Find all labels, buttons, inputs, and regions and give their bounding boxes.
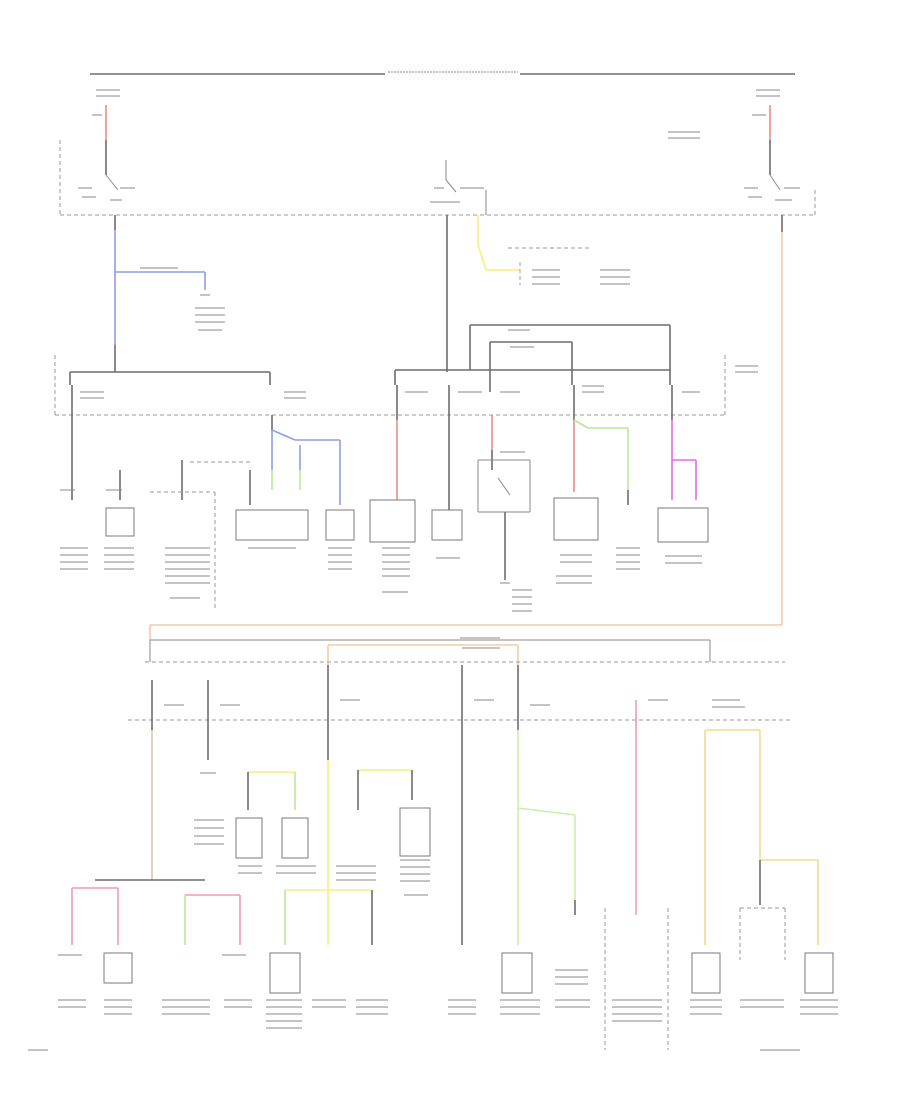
upper-circuits bbox=[60, 385, 709, 612]
fuse-block-lower bbox=[128, 637, 790, 721]
fusible-link-left bbox=[92, 89, 120, 175]
wire-center-top bbox=[446, 215, 630, 372]
wire-blue-left bbox=[114, 215, 225, 372]
lower-circuits bbox=[58, 665, 838, 1050]
wire-orange-main bbox=[149, 215, 783, 665]
fusible-link-right bbox=[668, 89, 780, 175]
fuse-block-upper bbox=[54, 324, 758, 416]
ignition-switch-row bbox=[59, 140, 816, 216]
top-power-bus bbox=[90, 70, 795, 75]
